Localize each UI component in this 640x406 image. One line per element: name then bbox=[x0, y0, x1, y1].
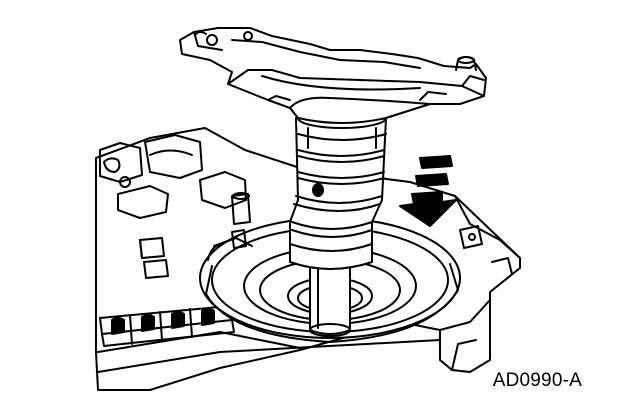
pump-assembly bbox=[289, 107, 387, 270]
figure-reference-code: AD0990-A bbox=[492, 370, 582, 391]
pump-flange bbox=[179, 27, 487, 124]
input-shaft bbox=[309, 259, 351, 337]
down-arrow-icon bbox=[399, 155, 457, 227]
